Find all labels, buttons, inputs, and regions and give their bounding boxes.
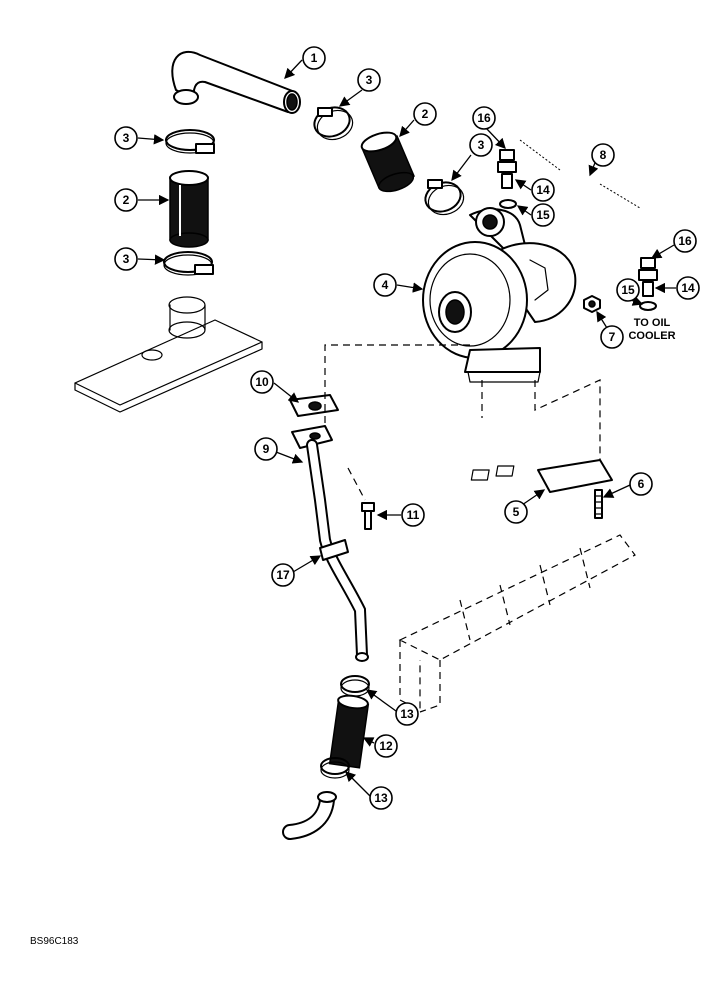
figure-code: BS96C183 <box>30 936 79 947</box>
callout-13: 13 <box>395 702 419 726</box>
callout-17-label: 17 <box>276 568 290 582</box>
hose-clamp-upper-center <box>313 106 354 141</box>
callout-3-label: 3 <box>366 73 373 87</box>
callout-15-label: 15 <box>621 283 635 297</box>
stud <box>594 489 603 519</box>
callout-5: 5 <box>504 500 528 524</box>
oring-lower <box>639 301 657 311</box>
callout-11-label: 11 <box>407 508 420 522</box>
callout-16: 16 <box>673 229 697 253</box>
turbo-gasket <box>470 459 613 493</box>
turbocharger <box>422 207 577 383</box>
lower-hose <box>328 694 370 769</box>
oil-tube-gasket <box>289 394 339 417</box>
callout-1-label: 1 <box>311 51 318 65</box>
exhaust-manifold <box>398 534 636 713</box>
callout-15: 15 <box>616 278 640 302</box>
oring-upper <box>499 199 517 209</box>
hose-clamp-right <box>424 179 465 216</box>
fitting-lower <box>638 257 658 297</box>
assembly-guide-lines <box>324 344 601 501</box>
callout-7-label: 7 <box>609 330 616 344</box>
oil-drain-hose <box>502 128 652 259</box>
intake-elbow-tube <box>171 50 301 114</box>
callout-4: 4 <box>373 273 397 297</box>
lower-clamp-upper <box>340 675 370 697</box>
bolt <box>361 502 375 530</box>
callout-16-label: 16 <box>678 234 692 248</box>
callout-3: 3 <box>114 126 138 150</box>
drain-elbow <box>282 791 337 840</box>
callout-14-label: 14 <box>681 281 695 295</box>
callout-14: 14 <box>676 276 700 300</box>
callout-3: 3 <box>469 133 493 157</box>
callout-2-label: 2 <box>422 107 429 121</box>
callout-10-label: 10 <box>255 375 269 389</box>
callout-2-label: 2 <box>123 193 130 207</box>
callout-2: 2 <box>114 188 138 212</box>
callout-10: 10 <box>250 370 274 394</box>
hose-clamp-lower-left <box>163 251 214 276</box>
callout-6: 6 <box>629 472 653 496</box>
callout-3: 3 <box>114 247 138 271</box>
callout-3-label: 3 <box>478 138 485 152</box>
callout-12: 12 <box>374 734 398 758</box>
callout-8-label: 8 <box>600 148 607 162</box>
callout-3-label: 3 <box>123 131 130 145</box>
callout-9: 9 <box>254 437 278 461</box>
callout-1: 1 <box>302 46 326 70</box>
callout-3: 3 <box>357 68 381 92</box>
callout-6-label: 6 <box>638 477 645 491</box>
callout-15-label: 15 <box>536 208 550 222</box>
callout-2: 2 <box>413 102 437 126</box>
hose-center <box>360 131 416 193</box>
tube-clip <box>319 539 349 561</box>
callout-3-label: 3 <box>123 252 130 266</box>
lower-clamp-lower <box>320 757 350 779</box>
callout-7: 7 <box>600 325 624 349</box>
callout-11: 11 <box>401 503 425 527</box>
hose-clamp-upper-left <box>165 129 215 154</box>
callout-8: 8 <box>591 143 615 167</box>
callout-4-label: 4 <box>382 278 389 292</box>
callout-5-label: 5 <box>513 505 520 519</box>
callout-13-label: 13 <box>374 791 388 805</box>
callout-16-label: 16 <box>477 111 491 125</box>
oil-cooler-note-line2: COOLER <box>628 330 675 342</box>
callout-17: 17 <box>271 563 295 587</box>
oil-cooler-note-line1: TO OIL <box>634 317 671 329</box>
fitting-upper <box>497 149 517 189</box>
callout-14-label: 14 <box>536 183 550 197</box>
callout-9-label: 9 <box>263 442 270 456</box>
hose-left <box>169 170 209 248</box>
callout-13-label: 13 <box>400 707 414 721</box>
callout-leaders <box>137 59 676 797</box>
oil-return-tube <box>291 425 369 662</box>
nut <box>583 295 601 313</box>
intake-plate <box>74 296 263 413</box>
callout-15: 15 <box>531 203 555 227</box>
callout-13: 13 <box>369 786 393 810</box>
callout-12-label: 12 <box>379 739 393 753</box>
callout-14: 14 <box>531 178 555 202</box>
callout-16: 16 <box>472 106 496 130</box>
